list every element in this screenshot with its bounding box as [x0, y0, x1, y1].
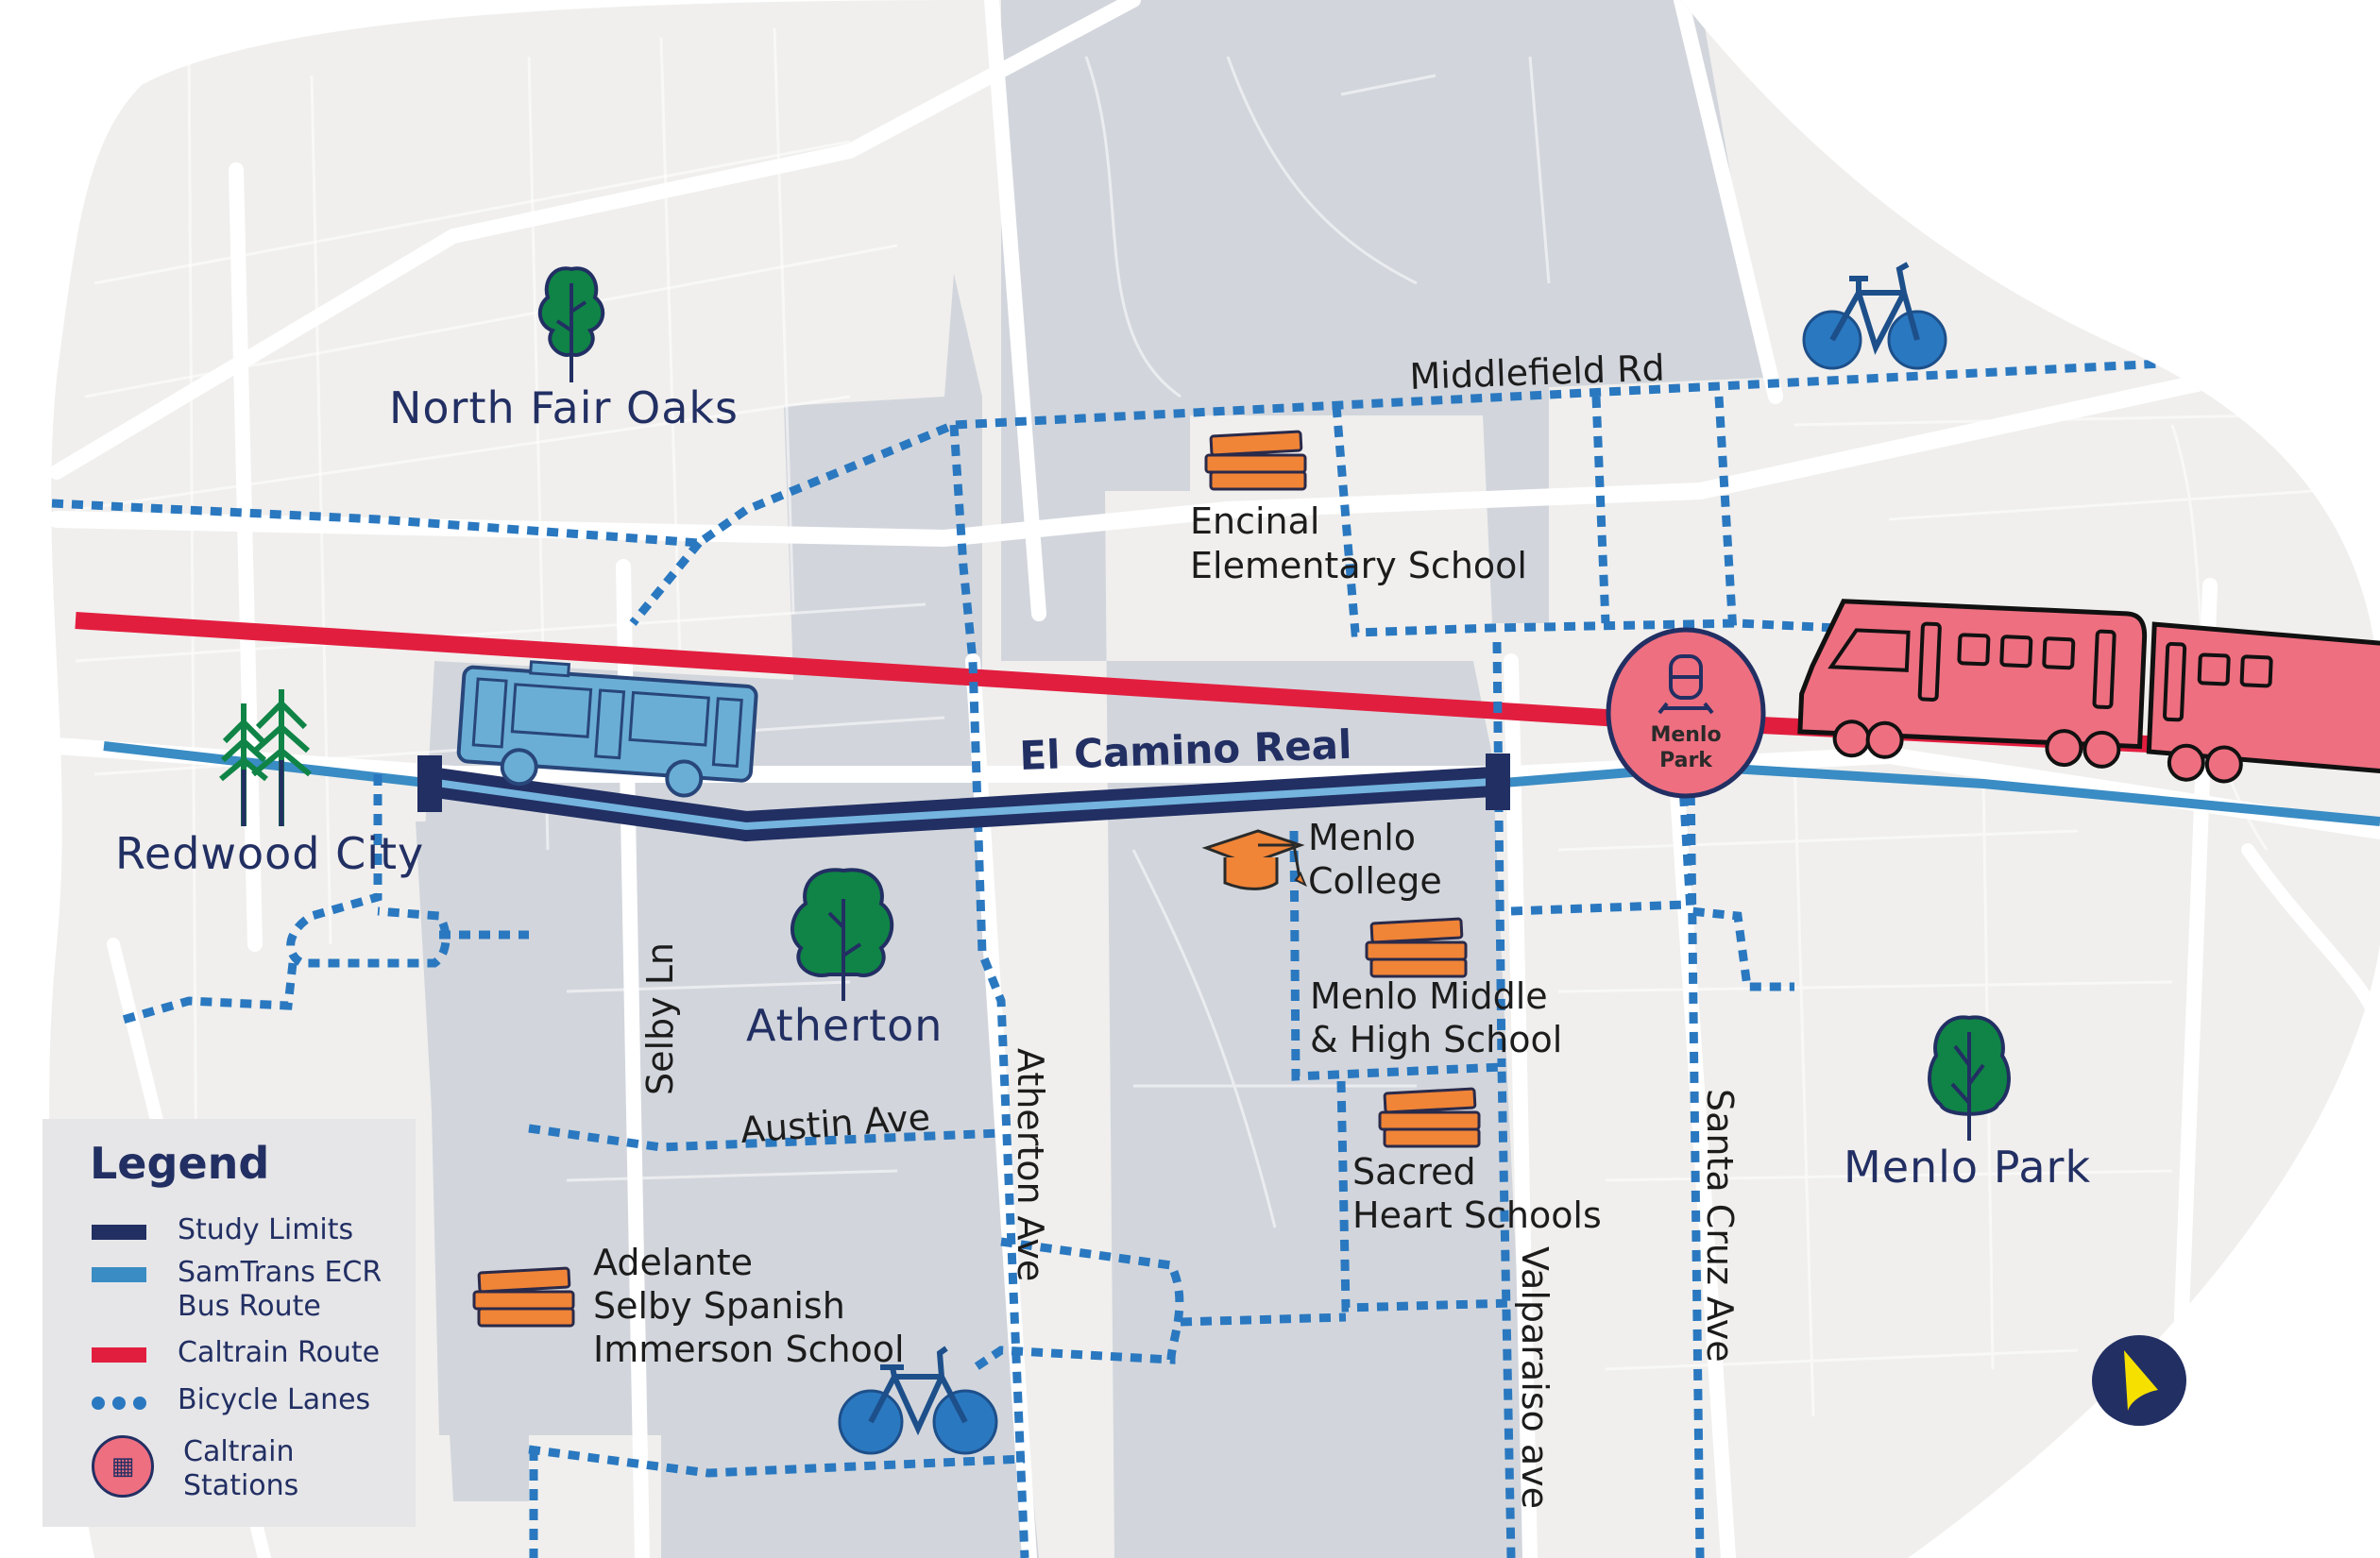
- label-sacred-heart-line1: Sacred: [1352, 1151, 1476, 1193]
- bus-icon: [456, 660, 758, 798]
- label-atherton: Atherton: [746, 1000, 943, 1051]
- legend-item-samtrans: SamTrans ECR Bus Route: [92, 1256, 414, 1324]
- station-label-line2: Park: [1659, 749, 1713, 772]
- train-icon: [1797, 599, 2380, 784]
- label-adelante-line1: Adelante: [593, 1242, 753, 1283]
- legend-item-bicycle-lanes: Bicycle Lanes: [92, 1383, 414, 1417]
- legend-label: Caltrain Route: [178, 1336, 381, 1369]
- minor-streets: [75, 27, 2315, 1512]
- bicycle-icon: [838, 1346, 998, 1455]
- poi-menlo-college[interactable]: Menlo College: [1308, 817, 1442, 902]
- legend-label: Bicycle Lanes: [178, 1383, 371, 1416]
- caltrain-station-icon: ▦: [92, 1435, 154, 1498]
- label-redwood-city: Redwood City: [115, 828, 424, 879]
- bicycle-icon: [1802, 262, 1947, 370]
- label-middlefield-rd: Middlefield Rd: [1409, 347, 1665, 398]
- school-books-icon: [1378, 1087, 1481, 1148]
- label-encinal-line1: Encinal: [1190, 500, 1319, 542]
- samtrans-swatch: [92, 1267, 146, 1282]
- poi-adelante[interactable]: Adelante Selby Spanish Immerson School: [593, 1242, 905, 1370]
- poi-encinal[interactable]: Encinal Elementary School: [1190, 500, 1527, 586]
- label-menlo-park: Menlo Park: [1844, 1142, 2091, 1193]
- label-encinal-line2: Elementary School: [1190, 545, 1527, 586]
- school-books-icon: [1365, 917, 1468, 978]
- label-valparaiso-ave: Valparaiso ave: [1514, 1246, 1556, 1509]
- poi-sacred-heart[interactable]: Sacred Heart Schools: [1352, 1151, 1602, 1236]
- school-books-icon: [1204, 430, 1307, 491]
- legend-item-caltrain-stations: ▦ Caltrain Stations: [92, 1435, 344, 1503]
- legend-item-study-limits: Study Limits: [92, 1213, 414, 1247]
- label-menlo-middle-line2: & High School: [1310, 1019, 1562, 1060]
- train-front-icon: [1658, 654, 1714, 715]
- legend-item-caltrain: Caltrain Route: [92, 1336, 414, 1370]
- label-santa-cruz-ave: Santa Cruz Ave: [1699, 1089, 1741, 1363]
- label-menlo-college-line1: Menlo: [1308, 817, 1416, 858]
- label-sacred-heart-line2: Heart Schools: [1352, 1194, 1602, 1236]
- study-limits-swatch: [92, 1225, 146, 1240]
- poi-menlo-middle-high[interactable]: Menlo Middle & High School: [1310, 975, 1562, 1060]
- label-menlo-college-line2: College: [1308, 860, 1442, 902]
- legend-title: Legend: [90, 1138, 270, 1189]
- north-arrow-icon[interactable]: [2092, 1335, 2186, 1426]
- redwood-trees-icon: [219, 689, 312, 826]
- station-label-line1: Menlo: [1650, 723, 1721, 747]
- label-menlo-middle-line1: Menlo Middle: [1310, 975, 1548, 1017]
- tree-icon: [537, 266, 605, 382]
- legend-panel: Legend Study Limits SamTrans ECR Bus Rou…: [42, 1119, 416, 1527]
- tree-icon: [1928, 1015, 2011, 1141]
- tree-icon: [790, 868, 894, 1001]
- graduation-cap-icon: [1201, 829, 1307, 890]
- legend-label: Study Limits: [178, 1213, 354, 1246]
- legend-label: SamTrans ECR Bus Route: [178, 1256, 382, 1323]
- label-north-fair-oaks: North Fair Oaks: [389, 382, 739, 433]
- caltrain-station-menlo-park[interactable]: Menlo Park: [1606, 627, 1766, 799]
- school-books-icon: [472, 1266, 575, 1328]
- label-adelante-line2: Selby Spanish: [593, 1285, 845, 1327]
- label-atherton-ave: Atherton Ave: [1010, 1048, 1051, 1281]
- study-limits: [417, 754, 1510, 842]
- legend-label: Caltrain Stations: [183, 1435, 299, 1502]
- caltrain-swatch: [92, 1347, 146, 1363]
- bicycle-lanes-swatch: [92, 1397, 146, 1410]
- label-adelante-line3: Immerson School: [593, 1329, 905, 1370]
- label-selby-ln: Selby Ln: [639, 942, 681, 1095]
